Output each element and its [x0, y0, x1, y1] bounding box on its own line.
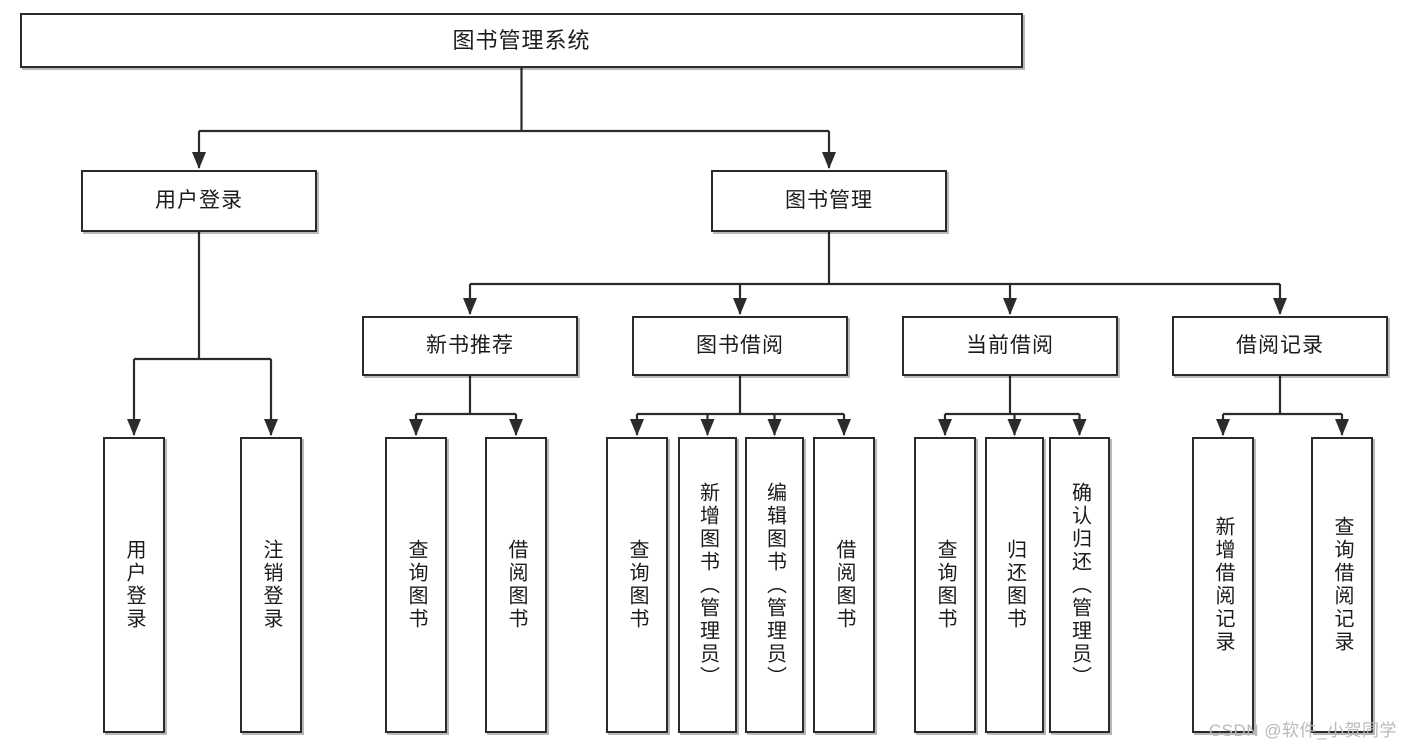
node-leaf-borrow-book-1[interactable]: 借阅图书	[485, 437, 547, 733]
arrowhead-book-borrow	[733, 298, 747, 315]
arrowhead-book-manage	[822, 152, 836, 169]
arrowhead-current-borrow	[1003, 298, 1017, 315]
node-label-leaf-query-book-1: 查询图书	[405, 539, 427, 631]
node-label-leaf-add-book-admin: 新增图书（管理员）	[696, 481, 719, 689]
arrowhead-leaf-edit-book-admin	[767, 419, 782, 436]
node-leaf-add-book-admin[interactable]: 新增图书（管理员）	[678, 437, 737, 733]
node-leaf-confirm-return-admin[interactable]: 确认归还（管理员）	[1049, 437, 1110, 733]
arrowhead-user-login	[192, 152, 206, 169]
node-root[interactable]: 图书管理系统	[20, 13, 1023, 68]
arrowhead-leaf-confirm-return-admin	[1072, 419, 1087, 436]
arrowhead-leaf-return-book	[1007, 419, 1022, 436]
node-leaf-user-login[interactable]: 用户登录	[103, 437, 165, 733]
arrowhead-leaf-logout	[264, 419, 278, 436]
arrowhead-leaf-borrow-book-1	[509, 419, 523, 436]
node-label-leaf-borrow-book-2: 借阅图书	[833, 539, 855, 631]
arrowhead-leaf-add-borrow-record	[1216, 419, 1230, 436]
arrowhead-leaf-query-book-2	[630, 419, 644, 436]
arrowhead-leaf-add-book-admin	[700, 419, 715, 436]
node-label-root: 图书管理系统	[452, 27, 591, 53]
arrowhead-borrow-record	[1273, 298, 1287, 315]
arrowhead-leaf-user-login	[127, 419, 141, 436]
node-leaf-query-book-2[interactable]: 查询图书	[606, 437, 668, 733]
node-label-book-borrow: 图书借阅	[696, 333, 784, 357]
node-current-borrow[interactable]: 当前借阅	[902, 316, 1118, 376]
node-label-leaf-borrow-book-1: 借阅图书	[505, 539, 527, 631]
node-leaf-query-borrow-record[interactable]: 查询借阅记录	[1311, 437, 1373, 733]
node-label-leaf-query-book-3: 查询图书	[934, 539, 956, 631]
node-label-book-manage: 图书管理	[785, 188, 873, 212]
arrowhead-leaf-query-book-1	[409, 419, 423, 436]
node-new-book-recommend[interactable]: 新书推荐	[362, 316, 578, 376]
node-label-user-login: 用户登录	[155, 188, 243, 212]
node-leaf-query-book-1[interactable]: 查询图书	[385, 437, 447, 733]
node-leaf-query-book-3[interactable]: 查询图书	[914, 437, 976, 733]
node-book-borrow[interactable]: 图书借阅	[632, 316, 848, 376]
node-label-leaf-confirm-return-admin: 确认归还（管理员）	[1068, 481, 1091, 689]
node-leaf-add-borrow-record[interactable]: 新增借阅记录	[1192, 437, 1254, 733]
node-label-leaf-add-borrow-record: 新增借阅记录	[1212, 516, 1234, 654]
arrowhead-leaf-borrow-book-2	[837, 419, 851, 436]
node-leaf-borrow-book-2[interactable]: 借阅图书	[813, 437, 875, 733]
node-leaf-logout[interactable]: 注销登录	[240, 437, 302, 733]
arrowhead-leaf-query-borrow-record	[1335, 419, 1349, 436]
node-label-leaf-edit-book-admin: 编辑图书（管理员）	[763, 481, 786, 689]
watermark-text: CSDN @软件_小贺同学	[1208, 721, 1397, 740]
node-label-leaf-query-borrow-record: 查询借阅记录	[1331, 516, 1353, 654]
node-leaf-return-book[interactable]: 归还图书	[985, 437, 1044, 733]
node-label-borrow-record: 借阅记录	[1236, 333, 1324, 357]
node-user-login[interactable]: 用户登录	[81, 170, 317, 232]
node-label-new-book-recommend: 新书推荐	[426, 333, 514, 357]
arrowhead-new-book-recommend	[463, 298, 477, 315]
node-book-manage[interactable]: 图书管理	[711, 170, 947, 232]
node-label-leaf-return-book: 归还图书	[1003, 539, 1026, 631]
node-label-leaf-logout: 注销登录	[260, 539, 282, 631]
node-label-current-borrow: 当前借阅	[966, 333, 1054, 357]
arrowhead-leaf-query-book-3	[938, 419, 952, 436]
node-leaf-edit-book-admin[interactable]: 编辑图书（管理员）	[745, 437, 804, 733]
node-label-leaf-user-login: 用户登录	[123, 539, 145, 631]
node-label-leaf-query-book-2: 查询图书	[626, 539, 648, 631]
node-borrow-record[interactable]: 借阅记录	[1172, 316, 1388, 376]
